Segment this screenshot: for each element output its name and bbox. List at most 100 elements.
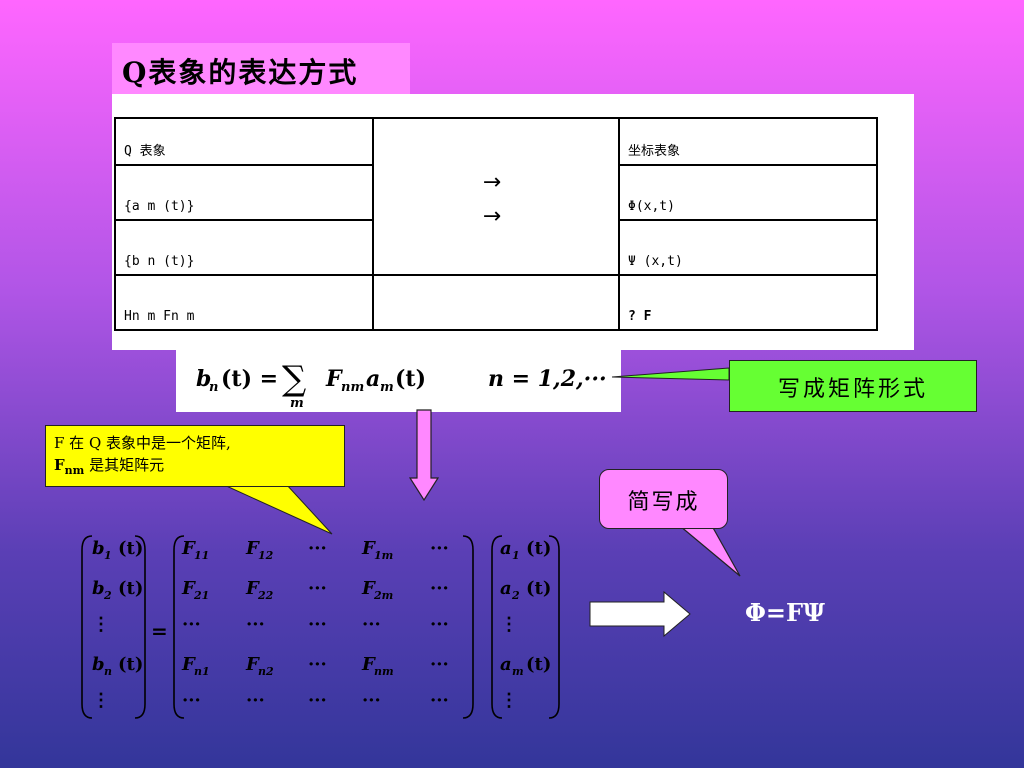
title-box: Q表象的表达方式	[112, 43, 410, 95]
matrix-entry-sub: 12	[258, 549, 274, 562]
matrix-entry: ···	[430, 614, 449, 635]
matrix-equals: =	[151, 619, 168, 643]
matrix-entry: ···	[308, 690, 327, 711]
left-vector-entry: b	[92, 654, 105, 675]
left-vector-entry: b	[92, 538, 105, 559]
table-row: {a m (t)} Φ(x,t)	[114, 164, 878, 221]
matrix-entry: F	[245, 538, 260, 559]
formula-lhs-sub: n	[209, 380, 218, 395]
right-vector-entry-arg: (t)	[526, 538, 551, 559]
matrix-entry: ···	[308, 578, 327, 599]
left-vector-entry: b	[92, 578, 105, 599]
table-cell-q-header: Q 表象	[114, 117, 374, 166]
sum-formula: b n (t) = ∑ m F nm a m (t) n = 1,2,···	[196, 359, 607, 411]
table-row: Hn m Fn m ? F	[114, 274, 878, 331]
matrix-entry-sub: 21	[193, 589, 209, 602]
yellow-callout-tail	[221, 483, 333, 535]
right-arrow-icon	[589, 590, 691, 638]
representation-table-card: Q 表象 坐标表象 {a m (t)} Φ(x,t) {b n (t)} Ψ (…	[112, 94, 914, 350]
matrix-callout-text: F 在 Q 表象中是一个矩阵, Fnm 是其矩阵元	[54, 432, 231, 482]
right-vector-entry-sub: 2	[511, 589, 520, 602]
matrix-entry: ···	[362, 690, 381, 711]
short-form-callout-box: 简写成	[599, 469, 728, 529]
table-cell-f: ? F	[618, 274, 878, 331]
right-vector-entry: ⋮	[500, 614, 518, 635]
callout-f: F	[54, 456, 65, 474]
right-vector-entry-sub: m	[512, 665, 524, 678]
matrix-entry: ···	[430, 654, 449, 675]
table-cell-arrows	[372, 117, 620, 276]
sum-formula-box: b n (t) = ∑ m F nm a m (t) n = 1,2,···	[176, 350, 621, 412]
left-bracket	[491, 535, 503, 719]
matrix-entry-sub: 11	[194, 549, 209, 562]
green-callout-pointer	[611, 367, 730, 381]
result-equation: Φ=FΨ	[745, 598, 825, 627]
short-form-label: 简写成	[627, 490, 700, 515]
right-bracket	[548, 535, 560, 719]
matrix-entry-sub: 2m	[373, 589, 393, 602]
left-vector-entry-sub: 1	[104, 549, 112, 562]
matrix-entry: ···	[182, 690, 201, 711]
matrix-entry: F	[245, 654, 260, 675]
formula-term2: a	[366, 366, 380, 392]
matrix-entry-sub: 1m	[374, 549, 393, 562]
matrix-entry: ···	[430, 538, 449, 559]
callout-line-2-rest: 是其矩阵元	[84, 456, 165, 474]
matrix-entry: ···	[430, 690, 449, 711]
right-arrow-icon: →	[482, 204, 502, 229]
callout-f-sub: nm	[64, 464, 85, 477]
matrix-entry: ···	[362, 614, 381, 635]
pink-callout-tail	[678, 525, 741, 577]
right-vector-entry: a	[500, 578, 512, 599]
matrix-entry: F	[361, 538, 376, 559]
table-cell-coord-header: 坐标表象	[618, 117, 878, 166]
callout-line-2: Fnm 是其矩阵元	[54, 454, 231, 482]
matrix-entry-sub: nm	[374, 665, 394, 678]
table-cell-empty	[372, 274, 620, 331]
matrix-entry-sub: n2	[258, 665, 274, 678]
matrix-entry: F	[361, 578, 376, 599]
right-bracket	[462, 535, 474, 719]
right-bracket	[134, 535, 146, 719]
matrix-form-label: 写成矩阵形式	[777, 377, 928, 402]
matrix-form-label-box: 写成矩阵形式	[729, 360, 977, 412]
matrix-entry: ···	[182, 614, 201, 635]
formula-term1: F	[325, 366, 343, 392]
left-vector-entry-sub: n	[104, 665, 112, 678]
matrix-entry: ···	[246, 690, 265, 711]
right-vector-entry-sub: 1	[512, 549, 520, 562]
matrix-entry: ···	[308, 538, 327, 559]
left-vector-entry-arg: (t)	[118, 578, 143, 599]
down-arrow-icon	[408, 409, 440, 502]
matrix-callout-box: F 在 Q 表象中是一个矩阵, Fnm 是其矩阵元	[45, 425, 345, 487]
matrix-entry: F	[245, 578, 260, 599]
matrix-entry-sub: n1	[194, 665, 210, 678]
left-vector-entry: ⋮	[92, 690, 110, 711]
table-cell-am: {a m (t)}	[114, 164, 374, 221]
formula-term1-sub: nm	[341, 380, 364, 395]
right-vector-entry: a	[500, 538, 512, 559]
formula-term2-arg: (t)	[395, 366, 426, 392]
matrix-entry: ···	[246, 614, 265, 635]
left-bracket	[81, 535, 93, 719]
left-vector-entry-arg: (t)	[118, 538, 143, 559]
left-bracket	[173, 535, 185, 719]
formula-term2-sub: m	[380, 380, 394, 395]
right-vector-entry: ⋮	[500, 690, 518, 711]
table-row: {b n (t)} Ψ (x,t)	[114, 219, 878, 276]
right-vector-entry-arg: (t)	[526, 654, 551, 675]
matrix-entry: ···	[308, 614, 327, 635]
table-cell-psi: Ψ (x,t)	[618, 219, 878, 276]
formula-lhs-arg: (t) =	[221, 366, 278, 392]
formula-sum-sign: ∑	[282, 359, 306, 399]
callout-line-1: F 在 Q 表象中是一个矩阵,	[54, 434, 231, 452]
slide-title: Q表象的表达方式	[122, 56, 359, 89]
table-cell-hf: Hn m Fn m	[114, 274, 374, 331]
left-vector-entry: ⋮	[92, 614, 110, 635]
arrows: → →	[480, 166, 504, 234]
representation-table: Q 表象 坐标表象 {a m (t)} Φ(x,t) {b n (t)} Ψ (…	[114, 117, 878, 331]
matrix-entry-sub: 22	[257, 589, 274, 602]
matrix-entry: ···	[308, 654, 327, 675]
table-cell-bn: {b n (t)}	[114, 219, 374, 276]
